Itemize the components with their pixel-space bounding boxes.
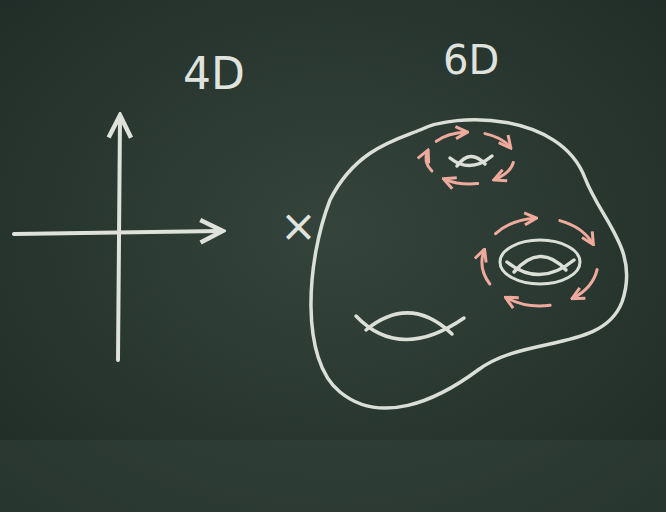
hole-upper-edge <box>457 156 485 166</box>
genus-three-surface <box>311 120 627 408</box>
hole-lower-edge <box>356 316 464 340</box>
cycle-arrows <box>426 132 597 306</box>
surface-outline <box>311 120 627 408</box>
cycle-arrow <box>495 163 513 180</box>
cycle-arrow <box>436 132 466 141</box>
product-sign: × <box>280 204 317 248</box>
cycle-arrow <box>496 218 535 234</box>
dimension-label: 4D <box>183 52 245 96</box>
horizontal-axis <box>14 231 220 234</box>
hole-upper-edge <box>514 256 566 272</box>
axes <box>14 118 220 360</box>
hole-upper-edge <box>366 313 452 334</box>
cycle-arrow <box>560 221 593 244</box>
hole-rim <box>500 240 580 284</box>
cycle-arrow <box>482 251 490 284</box>
cycle-arrow <box>507 298 550 306</box>
chalk-smudge <box>0 440 666 512</box>
cycle-arrow <box>573 270 597 298</box>
dimension-label: 6D <box>443 40 499 80</box>
cycle-arrow <box>445 179 478 184</box>
vertical-axis <box>118 118 120 360</box>
cycle-arrow <box>485 134 510 147</box>
hole-lower-edge <box>450 156 492 166</box>
cycle-arrow <box>426 151 432 171</box>
